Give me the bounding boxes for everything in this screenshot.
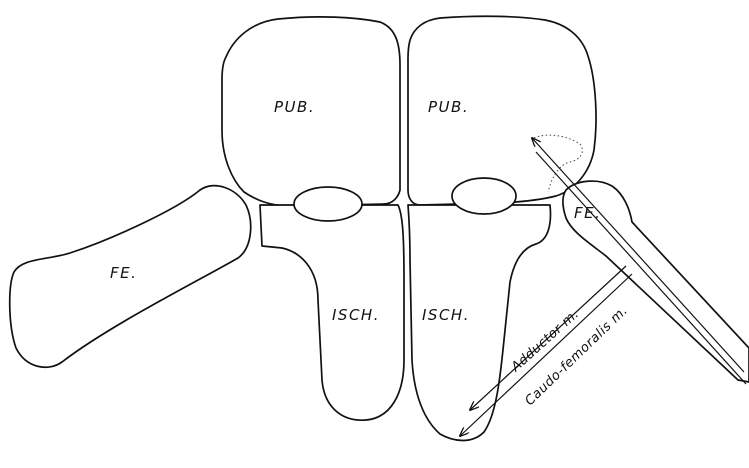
left-obturator-foramen [294, 187, 362, 221]
right-obturator-foramen [452, 178, 516, 214]
adductor-upper-line [532, 138, 744, 372]
label-isch-right: ISCH. [422, 306, 470, 324]
label-fe-left: FE. [110, 264, 137, 282]
label-isch-left: ISCH. [332, 306, 380, 324]
femur-shaft-line [536, 152, 746, 384]
label-pub-right: PUB. [428, 98, 469, 116]
label-fe-right: FE. [574, 204, 601, 222]
label-pub-left: PUB. [274, 98, 315, 116]
